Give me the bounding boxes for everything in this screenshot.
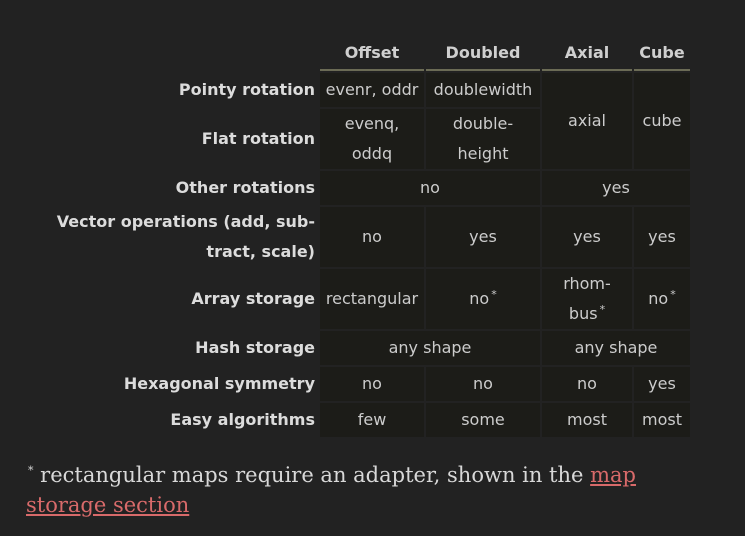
row-header-hash-storage: Hash storage xyxy=(195,338,315,357)
row-header-flat-rotation: Flat rotation xyxy=(201,129,315,148)
row-header-pointy-rotation: Pointy rotation xyxy=(178,80,315,99)
cell-hex-axial: no xyxy=(542,367,632,401)
cell-array-axial-line2: bus* xyxy=(569,299,605,329)
cell-array-cube-text: no xyxy=(648,289,669,308)
col-header-cube: Cube xyxy=(634,36,690,71)
cell-vector-axial: yes xyxy=(542,207,632,267)
col-header-doubled: Doubled xyxy=(426,36,540,71)
cell-array-axial-line1: rhom- xyxy=(563,274,611,293)
cell-flat-doubled-line1: double- xyxy=(452,114,514,133)
cell-rotation-axial: axial xyxy=(542,73,632,169)
row-header-other-rotations: Other rotations xyxy=(175,178,315,197)
cell-easy-cube: most xyxy=(634,403,690,437)
cell-flat-offset-line1: evenq, xyxy=(344,114,400,133)
row-header-vector-operations: Vector operations (add, sub- tract, scal… xyxy=(0,207,318,267)
row-header-hexagonal-symmetry: Hexagonal symmetry xyxy=(123,374,315,393)
cell-array-doubled: no* xyxy=(426,269,540,329)
footnote-text: rectangular maps require an adapter, sho… xyxy=(33,463,591,487)
cell-array-axial-text: bus xyxy=(568,304,598,323)
map-storage-section-link[interactable]: map storage section xyxy=(26,463,637,517)
cell-easy-axial: most xyxy=(542,403,632,437)
row-header-vector-line1: Vector operations (add, sub- xyxy=(56,212,315,231)
cell-rotation-cube: cube xyxy=(634,73,690,169)
row-header-vector-line2: tract, scale) xyxy=(206,242,315,261)
row-header-easy-algorithms: Easy algorithms xyxy=(170,410,315,429)
cell-vector-doubled: yes xyxy=(426,207,540,267)
cell-array-offset: rectangular xyxy=(320,269,424,329)
cell-flat-offset: evenq, oddq xyxy=(320,109,424,169)
footnote-marker: * xyxy=(491,288,497,301)
cell-pointy-offset: evenr, oddr xyxy=(320,73,424,107)
cell-flat-offset-line2: oddq xyxy=(351,144,393,163)
cell-easy-offset: few xyxy=(320,403,424,437)
comparison-table: Offset Doubled Axial Cube Pointy rotatio… xyxy=(0,36,690,437)
cell-easy-doubled: some xyxy=(426,403,540,437)
cell-hex-offset: no xyxy=(320,367,424,401)
cell-vector-cube: yes xyxy=(634,207,690,267)
cell-other-axial-cube: yes xyxy=(542,171,690,205)
col-header-offset: Offset xyxy=(320,36,424,71)
col-header-axial: Axial xyxy=(542,36,632,71)
cell-hex-cube: yes xyxy=(634,367,690,401)
footnote-marker: * xyxy=(670,288,676,301)
footnote: * rectangular maps require an adapter, s… xyxy=(26,460,706,520)
row-header-array-storage: Array storage xyxy=(191,289,315,308)
cell-array-doubled-text: no xyxy=(469,289,490,308)
table-corner xyxy=(0,36,318,71)
cell-array-cube: no* xyxy=(634,269,690,329)
cell-hex-doubled: no xyxy=(426,367,540,401)
cell-hash-offset-doubled: any shape xyxy=(320,331,540,365)
cell-flat-doubled-line2: height xyxy=(457,144,509,163)
cell-pointy-doubled: doublewidth xyxy=(426,73,540,107)
cell-array-axial: rhom- bus* xyxy=(542,269,632,329)
cell-vector-offset: no xyxy=(320,207,424,267)
footnote-marker: * xyxy=(599,303,606,316)
cell-hash-axial-cube: any shape xyxy=(542,331,690,365)
cell-other-offset-doubled: no xyxy=(320,171,540,205)
footnote-asterisk: * xyxy=(28,464,34,477)
cell-flat-doubled: double- height xyxy=(426,109,540,169)
